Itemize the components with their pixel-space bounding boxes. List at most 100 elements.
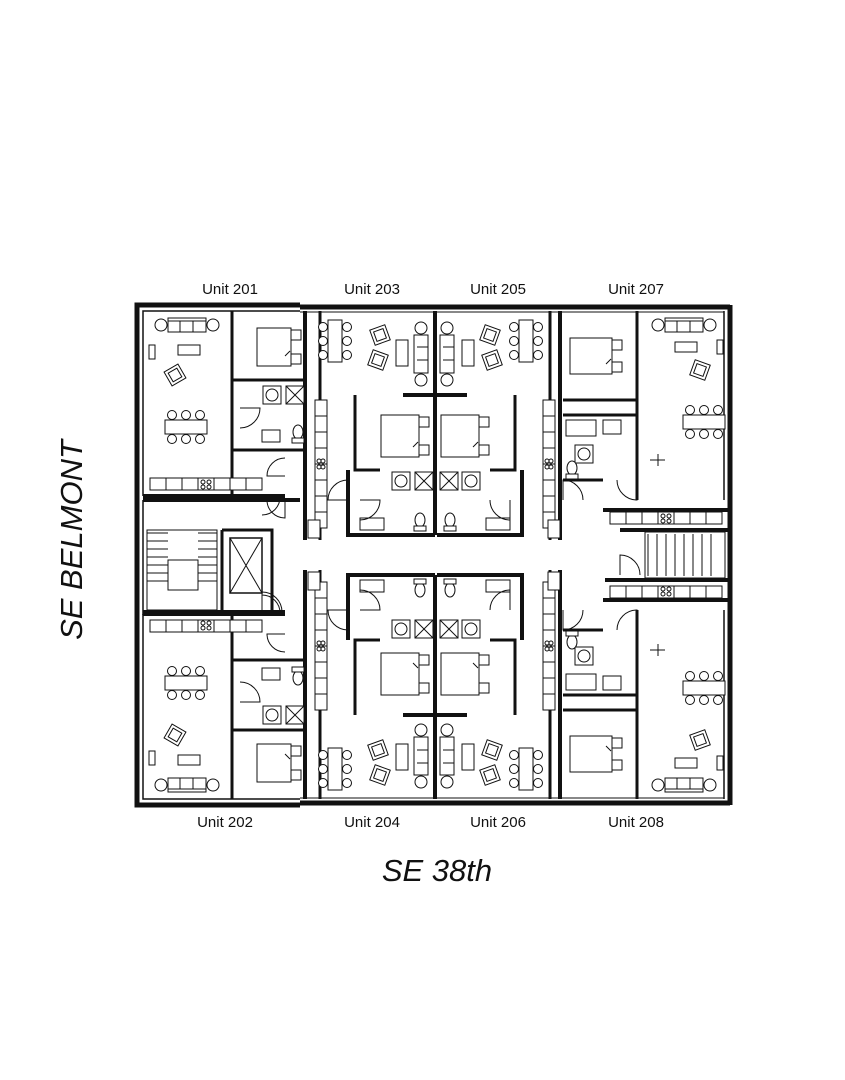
door-swing	[489, 499, 511, 521]
chair-icon	[167, 690, 177, 700]
coffee-table-icon	[461, 743, 475, 771]
toilet-tank	[413, 525, 427, 532]
washer-drum	[464, 474, 478, 488]
wall	[353, 395, 380, 472]
lamp-icon	[651, 318, 665, 332]
burner-icon	[316, 464, 322, 470]
armchair-seat	[370, 742, 386, 758]
nightstand-icon	[611, 737, 623, 749]
lamp-icon	[414, 373, 428, 387]
unit-208-label: Unit 208	[608, 814, 664, 831]
burner-icon	[660, 591, 666, 597]
nightstand-icon	[478, 416, 490, 428]
column	[547, 571, 561, 591]
wall	[490, 395, 517, 472]
chair-icon	[195, 410, 205, 420]
kitchen-counter	[609, 585, 723, 599]
door-swing	[562, 479, 584, 501]
dining-table-icon	[518, 747, 534, 791]
coffee-table-icon	[395, 743, 409, 771]
wall	[437, 573, 524, 640]
toilet-tank	[443, 525, 457, 532]
nightstand-icon	[418, 682, 430, 694]
armchair-icon	[369, 324, 391, 346]
chair-icon	[533, 350, 543, 360]
armchair-icon	[367, 739, 389, 761]
burner-icon	[320, 640, 326, 646]
chair-icon	[699, 405, 709, 415]
line	[472, 441, 479, 448]
chair-icon	[713, 405, 723, 415]
column	[547, 519, 561, 539]
line	[414, 619, 434, 639]
bathtub-icon	[565, 673, 597, 691]
lamp-icon	[703, 318, 717, 332]
door-swing	[616, 479, 638, 501]
chair-icon	[713, 671, 723, 681]
chair-icon	[167, 666, 177, 676]
chair-icon	[318, 350, 328, 360]
burner-icon	[316, 458, 322, 464]
nightstand-icon	[290, 769, 302, 781]
chair-icon	[533, 778, 543, 788]
chair-icon	[533, 336, 543, 346]
armchair-seat	[484, 352, 500, 368]
washer-drum	[577, 447, 591, 461]
kitchen-counter	[609, 511, 723, 525]
armchair-seat	[370, 352, 386, 368]
nightstand-icon	[611, 361, 623, 373]
wall	[490, 638, 517, 715]
unit-202-label: Unit 202	[197, 814, 253, 831]
toilet-tank	[291, 666, 305, 673]
washer-drum	[265, 388, 279, 402]
door-swing	[562, 609, 584, 631]
chair-icon	[685, 695, 695, 705]
burner-icon	[548, 640, 554, 646]
street-label-38th: SE 38th	[381, 853, 493, 888]
stair-elevator-core	[134, 498, 733, 615]
unit-204-label: Unit 204	[344, 814, 400, 831]
wall	[222, 528, 274, 612]
armchair-icon	[163, 723, 187, 747]
line	[229, 537, 263, 594]
armchair-icon	[481, 739, 503, 761]
chair-icon	[318, 322, 328, 332]
armchair-icon	[367, 349, 389, 371]
line	[605, 358, 612, 365]
armchair-seat	[692, 362, 708, 378]
bed-icon	[256, 327, 292, 367]
coffee-table-icon	[674, 757, 698, 769]
line	[285, 705, 305, 725]
column	[307, 571, 321, 591]
coffee-table-icon	[674, 341, 698, 353]
chair-icon	[533, 764, 543, 774]
wall	[134, 302, 300, 500]
chair-icon	[181, 666, 191, 676]
burner-icon	[320, 646, 326, 652]
unit-205-label: Unit 205	[470, 281, 526, 298]
chair-icon	[533, 322, 543, 332]
lamp-icon	[440, 775, 454, 789]
wall	[437, 470, 524, 537]
burner-icon	[548, 464, 554, 470]
chair-icon	[685, 429, 695, 439]
chair-icon	[181, 434, 191, 444]
toilet-icon	[566, 460, 578, 476]
line	[284, 350, 291, 357]
toilet-icon	[444, 582, 456, 598]
toilet-icon	[414, 512, 426, 528]
column	[307, 519, 321, 539]
burner-icon	[200, 479, 206, 485]
chair-icon	[195, 434, 205, 444]
nightstand-icon	[418, 416, 430, 428]
chair-icon	[342, 322, 352, 332]
burner-icon	[206, 479, 212, 485]
chair-icon	[342, 350, 352, 360]
dining-table-icon	[164, 419, 208, 435]
nightstand-icon	[418, 654, 430, 666]
line	[472, 662, 479, 669]
toilet-icon	[414, 582, 426, 598]
nightstand-icon	[478, 654, 490, 666]
wall	[353, 638, 380, 715]
door-swing	[327, 479, 349, 501]
